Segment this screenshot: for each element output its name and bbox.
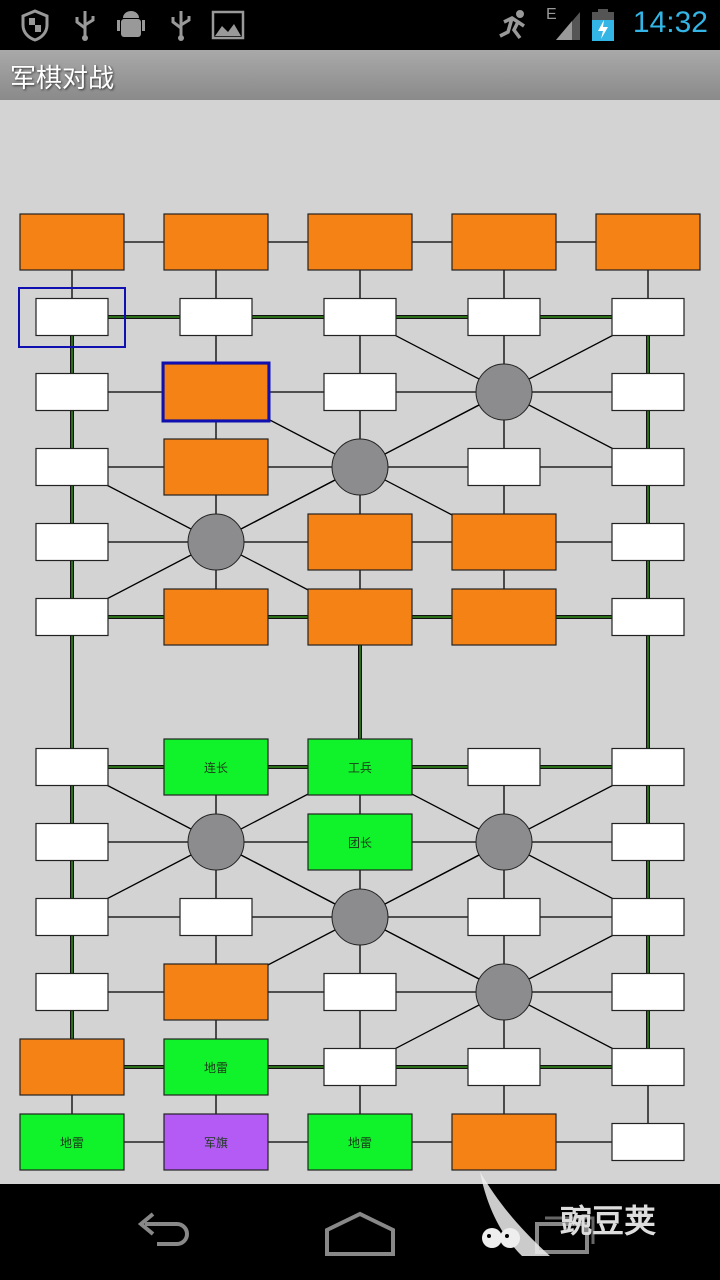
image-icon (211, 10, 245, 40)
camp-3-2[interactable] (331, 438, 389, 496)
watermark-logo-icon (480, 1172, 550, 1256)
game-board[interactable]: 连长工兵团长地雷地雷军旗地雷 (0, 100, 720, 1184)
empty-post-9-4[interactable] (611, 972, 685, 1012)
empty-post-1-0[interactable] (35, 297, 109, 337)
piece-enemy-0-1[interactable] (163, 213, 269, 271)
piece-enemy-5-2[interactable] (307, 588, 413, 646)
piece-enemy-9-1[interactable] (163, 963, 269, 1021)
highlighted-piece-border (161, 361, 271, 423)
empty-post-6-0[interactable] (35, 747, 109, 787)
piece-enemy-3-1[interactable] (163, 438, 269, 496)
piece-label: 连长 (204, 760, 228, 775)
empty-post-2-0[interactable] (35, 372, 109, 412)
empty-post-10-2[interactable] (323, 1047, 397, 1087)
clock: 14:32 (632, 6, 708, 39)
piece-enemy-5-1[interactable] (163, 588, 269, 646)
signal-e-icon (556, 12, 580, 40)
piece-label: 地雷 (348, 1136, 372, 1150)
camp-4-1[interactable] (187, 513, 245, 571)
camp-7-1[interactable] (187, 813, 245, 871)
app-title: 军棋对战 (10, 64, 115, 94)
usb-icon (171, 11, 191, 41)
app-bar: 军棋对战 (0, 50, 720, 100)
empty-post-4-4[interactable] (611, 522, 685, 562)
empty-post-9-2[interactable] (323, 972, 397, 1012)
empty-post-1-1[interactable] (179, 297, 253, 337)
piece-own-11-0[interactable] (19, 1113, 125, 1171)
empty-post-3-0[interactable] (35, 447, 109, 487)
empty-post-6-4[interactable] (611, 747, 685, 787)
piece-enemy-10-0[interactable] (19, 1038, 125, 1096)
usb-icon (75, 11, 95, 41)
selection-cursor (18, 287, 126, 348)
camp-7-3[interactable] (475, 813, 533, 871)
empty-post-3-3[interactable] (467, 447, 541, 487)
empty-post-2-2[interactable] (323, 372, 397, 412)
empty-post-7-4[interactable] (611, 822, 685, 862)
recent-apps-icon[interactable] (515, 1204, 605, 1264)
piece-enemy-4-3[interactable] (451, 513, 557, 571)
battery-charging-icon (592, 9, 614, 41)
back-icon[interactable] (115, 1204, 205, 1264)
piece-label: 工兵 (348, 761, 372, 775)
camp-8-2[interactable] (331, 888, 389, 946)
piece-label: 团长 (348, 836, 372, 850)
empty-post-8-4[interactable] (611, 897, 685, 937)
empty-post-3-4[interactable] (611, 447, 685, 487)
camp-2-3[interactable] (475, 363, 533, 421)
empty-post-1-4[interactable] (611, 297, 685, 337)
piece-enemy-0-3[interactable] (451, 213, 557, 271)
home-icon[interactable] (315, 1204, 405, 1264)
piece-own-7-2[interactable] (307, 813, 413, 871)
empty-post-8-0[interactable] (35, 897, 109, 937)
shield-icon (21, 9, 49, 42)
empty-post-1-2[interactable] (323, 297, 397, 337)
empty-post-9-0[interactable] (35, 972, 109, 1012)
running-man-icon (499, 10, 525, 40)
empty-post-11-4[interactable] (611, 1122, 685, 1162)
piece-own-11-2[interactable] (307, 1113, 413, 1171)
empty-post-8-1[interactable] (179, 897, 253, 937)
empty-post-5-0[interactable] (35, 597, 109, 637)
piece-enemy-5-3[interactable] (451, 588, 557, 646)
piece-enemy-0-2[interactable] (307, 213, 413, 271)
empty-post-10-3[interactable] (467, 1047, 541, 1087)
empty-post-4-0[interactable] (35, 522, 109, 562)
empty-post-10-4[interactable] (611, 1047, 685, 1087)
empty-post-6-3[interactable] (467, 747, 541, 787)
android-debug-icon (117, 11, 145, 37)
empty-post-5-4[interactable] (611, 597, 685, 637)
empty-post-7-0[interactable] (35, 822, 109, 862)
status-bar: E 14:32 (0, 0, 720, 50)
network-type: E (546, 6, 557, 23)
piece-own-10-1[interactable] (163, 1038, 269, 1096)
empty-post-1-3[interactable] (467, 297, 541, 337)
piece-enemy-0-0[interactable] (19, 213, 125, 271)
piece-enemy-11-3[interactable] (451, 1113, 557, 1171)
piece-enemy-4-2[interactable] (307, 513, 413, 571)
watermark-text: 豌豆荚 (560, 1202, 657, 1240)
piece-label: 地雷 (204, 1061, 228, 1075)
board-canvas[interactable]: 连长工兵团长地雷地雷军旗地雷 (0, 100, 720, 1184)
camp-9-3[interactable] (475, 963, 533, 1021)
piece-own-6-1[interactable] (163, 738, 269, 796)
empty-post-2-4[interactable] (611, 372, 685, 412)
piece-enemy-2-1[interactable] (163, 363, 269, 421)
piece-flag-11-1[interactable] (163, 1113, 269, 1171)
empty-post-8-3[interactable] (467, 897, 541, 937)
piece-enemy-0-4[interactable] (595, 213, 701, 271)
navigation-bar (0, 1184, 720, 1280)
piece-label: 军旗 (204, 1135, 228, 1150)
piece-label: 地雷 (60, 1136, 84, 1150)
piece-own-6-2[interactable] (307, 738, 413, 796)
